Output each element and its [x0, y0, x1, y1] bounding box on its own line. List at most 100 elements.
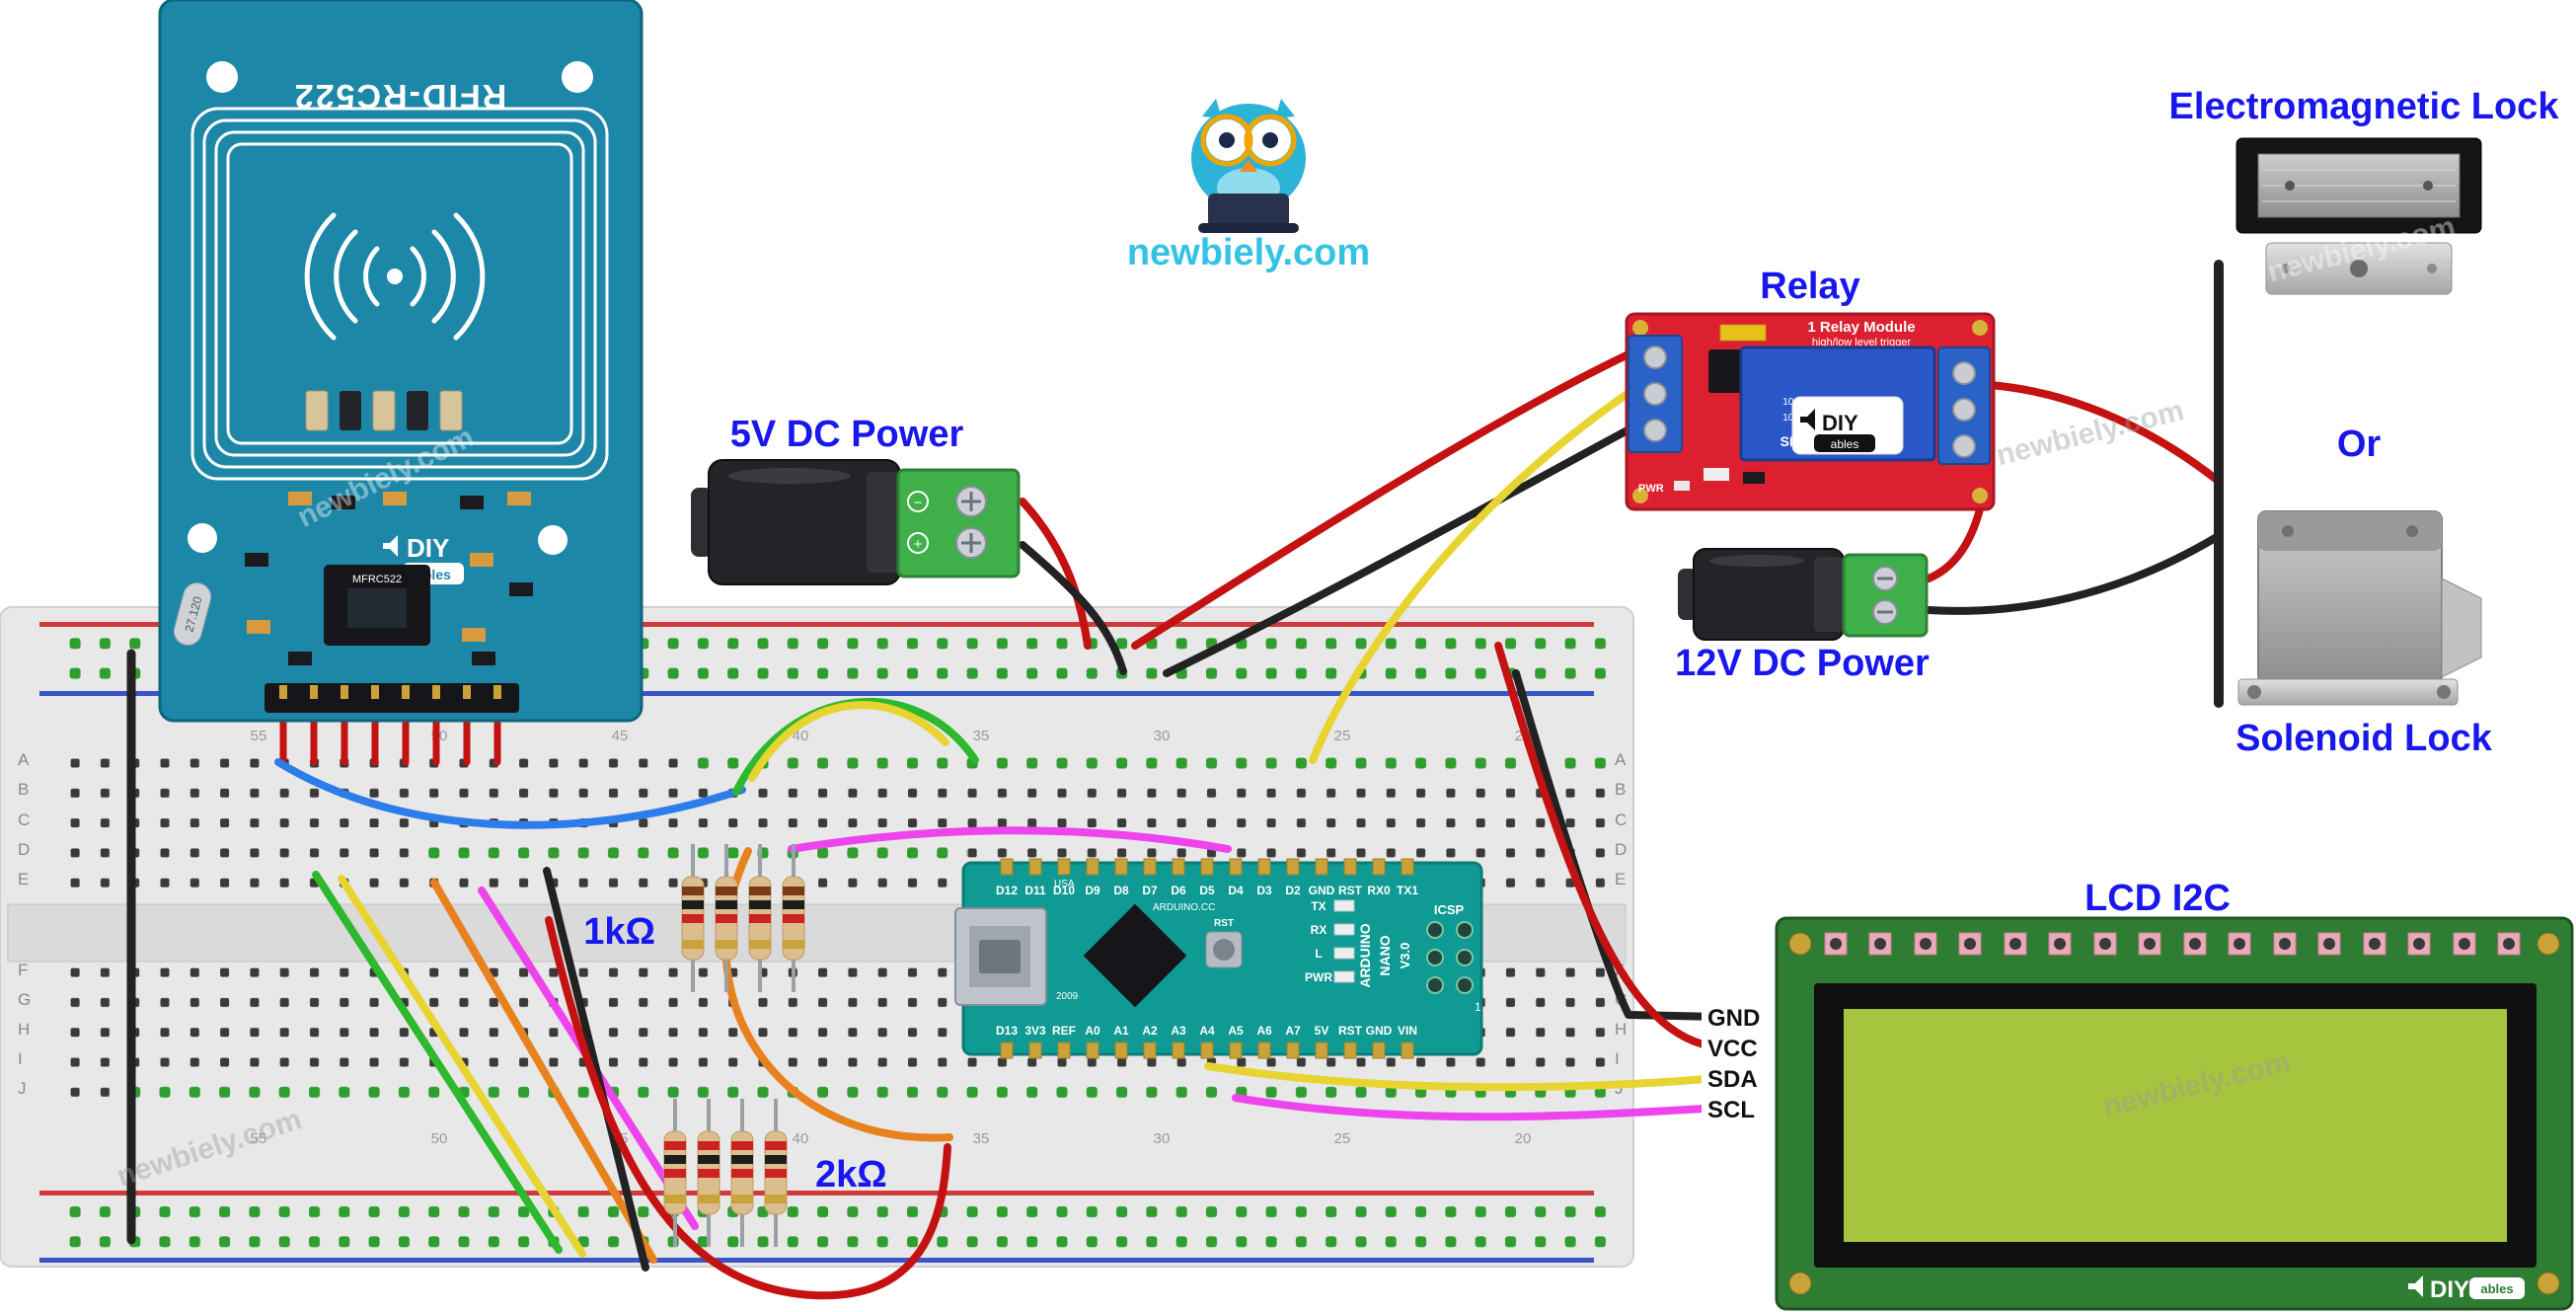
arduino-bottom-pads [1000, 1042, 1414, 1059]
ables-logo-text: ables [1831, 437, 1859, 451]
pin-label: D6 [1171, 884, 1186, 897]
pin-label: RST [1338, 884, 1363, 897]
pin-label: D11 [1024, 884, 1046, 897]
wire-red-5vjack [1019, 498, 1092, 650]
lcd-pin-chip [1702, 1063, 1775, 1093]
lcd-pin-gnd: GND [1707, 1005, 1760, 1032]
lcd-diyables-logo: DIY ables [2408, 1275, 2525, 1303]
icsp-pin1-label: 1 [1475, 1000, 1481, 1014]
pin-label: D9 [1085, 884, 1100, 897]
lcd-pin-chip [1702, 1094, 1775, 1123]
pin-label: D10 [1053, 884, 1075, 897]
row-letter: D [18, 840, 30, 859]
relay-pwr-led [1674, 481, 1690, 491]
arduino-brand-text: ARDUINO NANO V3.0 [1357, 923, 1412, 987]
owl-beak [1240, 160, 1257, 172]
rail-line-red-bottom [39, 1191, 1594, 1196]
wire-red-bottom-curve [545, 916, 951, 1300]
pin-label: A4 [1199, 1024, 1215, 1038]
pin-label: 5V [1315, 1024, 1329, 1038]
rfid-smd-components [245, 492, 533, 665]
lcd-i2c-module: DIY ables [1775, 916, 2574, 1311]
solenoid-latch-bolt [2441, 578, 2482, 678]
solenoid-flange-hole [2247, 685, 2261, 699]
terminal-plus-ring [907, 532, 929, 554]
lcd-mount-hole [2537, 932, 2560, 956]
diy-logo-text: DIY [2430, 1276, 2469, 1303]
wire-magenta-arc [788, 826, 1232, 853]
jack-collar [1814, 557, 1844, 632]
jack-highlight [1709, 555, 1804, 567]
relay-mount-hole [1632, 488, 1648, 503]
jack-terminal-block [896, 468, 1021, 579]
emlock-screw [2423, 181, 2433, 191]
label-5v-dc-power: 5V DC Power [730, 414, 964, 455]
owl-glasses [1244, 114, 1297, 167]
pin-label: D8 [1113, 884, 1129, 897]
jack-collar [867, 472, 900, 573]
tx-label: TX [1311, 899, 1326, 913]
row-letter: D [1615, 840, 1627, 859]
rfid-mount-hole [188, 523, 217, 553]
relay-mount-hole [1972, 488, 1988, 503]
pin-label: A0 [1085, 1024, 1100, 1038]
row-letter: C [18, 810, 30, 829]
col-number: 25 [1334, 1130, 1351, 1147]
rail-line-red-top [39, 622, 1594, 627]
rfid-mount-hole [538, 525, 568, 555]
lcd-mount-hole [2537, 1272, 2560, 1295]
wire-red-to-relay [1131, 347, 1638, 650]
row-letter: I [1615, 1049, 1620, 1068]
rfid-header [265, 683, 519, 713]
wire-black-to-relay [1163, 423, 1638, 677]
breadboard-row-letters-left: A B C D E F G H I J [18, 750, 31, 1098]
pin-label: TX1 [1397, 884, 1418, 897]
col-number: 50 [431, 1130, 448, 1147]
rfid-mount-hole [206, 61, 238, 93]
l-label: L [1315, 947, 1322, 961]
arduino-bottom-pin-labels: D13 3V3 REF A0 A1 A2 A3 A4 A5 A6 A7 5V R… [996, 1024, 1417, 1038]
jack-highlight [728, 468, 851, 484]
pin-label: D3 [1256, 884, 1272, 897]
relay-smd [1743, 472, 1765, 484]
arduino-cc-label: ARDUINO.CC [1153, 902, 1215, 913]
rx-label: RX [1311, 923, 1327, 937]
jack-terminal-block [1842, 553, 1929, 638]
label-or: Or [2337, 424, 2382, 465]
row-letter: H [1615, 1020, 1627, 1039]
icsp-label: ICSP [1434, 902, 1465, 917]
col-number: 20 [1515, 1130, 1532, 1147]
chip-marking: MFRC522 [352, 574, 402, 585]
solenoid-top-band [2258, 511, 2442, 551]
ables-logo-text: ables [2480, 1281, 2513, 1296]
rfid-capacitor-row [305, 390, 463, 431]
pin-label: A5 [1228, 1024, 1244, 1038]
row-letter: E [18, 870, 29, 888]
terminal-minus: − [914, 495, 923, 511]
label-12v-dc-power: 12V DC Power [1675, 643, 1930, 684]
wire-orange-diagonal [430, 879, 657, 1264]
pin-label: RX0 [1367, 884, 1391, 897]
owl-laptop [1208, 193, 1289, 227]
wire-yellow-relay-signal [1309, 385, 1638, 764]
relay-mount-hole [1972, 320, 1988, 336]
rfid-rc522-module: RFID-RC522 DIY able [158, 0, 644, 723]
grid-holes-green-rowA [681, 746, 1609, 777]
emlock-screw [2285, 181, 2295, 191]
brand-site-text: newbiely.com [1127, 232, 1370, 273]
newbiely-logo [1191, 99, 1306, 233]
arduino-nano: D12 D11 D10 D9 D8 D7 D6 D5 D4 D3 D2 GND … [954, 858, 1483, 1059]
relay-module: 1 Relay Module high/low level trigger 10… [1625, 312, 1996, 511]
wire-black-12v-lock [1925, 533, 2221, 615]
emlock-plate-hole [2350, 260, 2368, 277]
owl-glasses [1200, 114, 1253, 167]
solenoid-flange-hole [2437, 685, 2451, 699]
relay-right-terminals [1937, 347, 1991, 465]
pin-label: D2 [1285, 884, 1301, 897]
terminal-screws [955, 486, 987, 559]
wire-black-5vjack [1019, 541, 1127, 675]
pwr-label: PWR [1305, 970, 1332, 984]
arduino-mcu-chip [1083, 903, 1187, 1008]
